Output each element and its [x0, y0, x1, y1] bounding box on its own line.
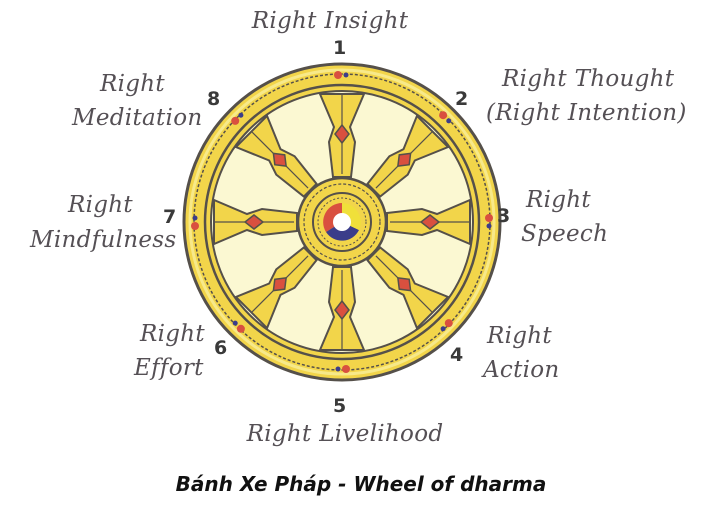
spoke-jewel [334, 123, 350, 145]
label-right-action-line2: Action [483, 357, 560, 383]
spoke [231, 112, 318, 198]
label-right-speech-line2: Speech [521, 221, 609, 247]
rim-red-dot [444, 319, 453, 328]
spoke-jewel [243, 214, 265, 230]
spoke [191, 198, 298, 246]
rim-red-dot [439, 111, 448, 120]
rim-blue-dot [238, 112, 244, 118]
number-8: 8 [207, 88, 221, 110]
label-right-livelihood: Right Livelihood [246, 421, 444, 447]
label-right-insight: Right Insight [251, 8, 409, 34]
number-7: 7 [163, 206, 177, 228]
rim-blue-dot [486, 223, 492, 229]
label-right-effort-line2: Effort [134, 355, 204, 381]
rim-red-dot [342, 365, 350, 373]
spoke [386, 198, 493, 246]
rim-dashed-line [193, 73, 491, 371]
caption: Bánh Xe Pháp - Wheel of dharma [175, 472, 547, 496]
number-3: 3 [497, 205, 511, 227]
number-4: 4 [450, 344, 464, 366]
rim-red-dot [236, 324, 245, 333]
label-right-action-line1: Right [487, 323, 552, 349]
spoke-jewel [396, 276, 412, 292]
label-right-thought: Right Thought [502, 66, 675, 92]
hub-center [333, 213, 351, 231]
rim-red-dot [231, 116, 240, 125]
rim-blue-dot [440, 326, 446, 332]
spoke [366, 246, 453, 332]
rim-blue-dot [192, 215, 198, 221]
rim-red-dot [191, 222, 199, 230]
label-right-mindfulness-line2: Mindfulness [30, 227, 177, 253]
label-right-speech-line1: Right [526, 187, 591, 213]
spoke [232, 246, 318, 333]
rim-blue-dot [232, 320, 238, 326]
rim-blue-dot [335, 366, 341, 372]
spoke [318, 266, 366, 373]
rim-red-dot [334, 71, 342, 79]
spoke-jewel [396, 152, 412, 168]
swirl-blue [326, 222, 359, 241]
label-right-effort-line1: Right [140, 321, 205, 347]
number-2: 2 [455, 88, 469, 110]
spoke [318, 71, 366, 178]
spoke-jewel [272, 276, 288, 292]
rim-blue-dot [446, 118, 452, 124]
rim-highlight [188, 68, 496, 376]
label-right-meditation-line2: Meditation [72, 105, 203, 131]
rim-red-dot [485, 214, 493, 222]
number-6: 6 [214, 337, 228, 359]
number-1: 1 [333, 37, 347, 59]
rim-blue-dot [343, 72, 349, 78]
hub-dashed-ring [303, 183, 381, 261]
label-right-intention: (Right Intention) [486, 100, 687, 126]
spoke-jewel [334, 299, 350, 321]
label-right-mindfulness-line1: Right [68, 192, 133, 218]
spoke-jewel [419, 214, 441, 230]
spoke [366, 111, 452, 198]
number-5: 5 [333, 395, 347, 417]
label-right-meditation-line1: Right [100, 71, 165, 97]
hub-inner-dashes [317, 197, 367, 247]
spoke-jewel [272, 152, 288, 168]
